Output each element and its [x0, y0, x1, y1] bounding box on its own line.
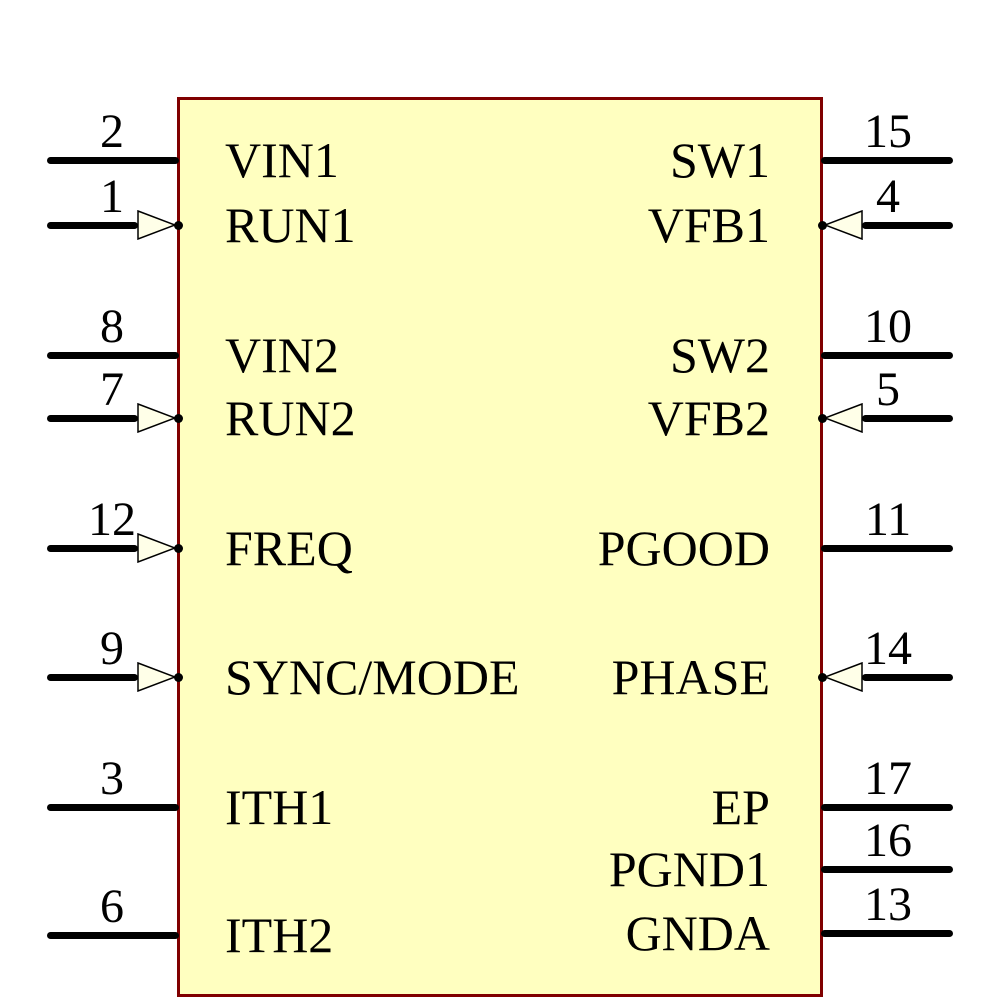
pin-input-arrow-icon [137, 210, 176, 240]
pin-input-arrow-icon [137, 662, 176, 692]
pin-endpoint-dot [817, 413, 827, 423]
pin-line[interactable] [47, 351, 179, 359]
pin-number-label: 16 [864, 814, 912, 867]
pin-number-label: 12 [88, 493, 136, 546]
pin-name-label: PGND1 [608, 841, 770, 897]
pin-endpoint-dot [173, 413, 183, 423]
pin-name-label: RUN1 [225, 197, 356, 253]
pin-line[interactable] [821, 929, 953, 937]
pin-name-label: PGOOD [597, 520, 770, 576]
pin-number-label: 13 [864, 878, 912, 931]
pin-input-arrow-icon [824, 662, 863, 692]
pin-name-label: ITH2 [225, 907, 334, 963]
pin-line[interactable] [47, 156, 179, 164]
pin-name-label: VIN2 [225, 327, 339, 383]
pin-endpoint-dot [817, 220, 827, 230]
pin-line[interactable] [47, 673, 138, 681]
pin-number-label: 5 [876, 363, 900, 416]
pin-number-label: 14 [864, 622, 912, 675]
pin-number-label: 11 [864, 493, 912, 546]
pin-number-label: 7 [100, 363, 124, 416]
ic-symbol-body[interactable] [177, 97, 823, 997]
pin-number-label: 3 [100, 752, 124, 805]
pin-name-label: PHASE [611, 649, 770, 705]
pin-name-label: FREQ [225, 520, 353, 576]
pin-name-label: GNDA [625, 905, 770, 961]
pin-line[interactable] [862, 673, 953, 681]
pin-name-label: SW2 [670, 327, 770, 383]
pin-input-arrow-icon [824, 210, 863, 240]
pin-name-label: EP [711, 779, 770, 835]
pin-line[interactable] [821, 544, 953, 552]
pin-input-arrow-icon [824, 403, 863, 433]
pin-line[interactable] [47, 803, 179, 811]
pin-number-label: 17 [864, 752, 912, 805]
pin-line[interactable] [862, 221, 953, 229]
pin-number-label: 2 [100, 105, 124, 158]
pin-number-label: 15 [864, 105, 912, 158]
pin-endpoint-dot [173, 220, 183, 230]
pin-name-label: RUN2 [225, 390, 356, 446]
pin-name-label: SW1 [670, 132, 770, 188]
pin-number-label: 1 [100, 170, 124, 223]
pin-name-label: VFB2 [647, 390, 770, 446]
pin-line[interactable] [821, 156, 953, 164]
pin-name-label: VIN1 [225, 132, 339, 188]
pin-number-label: 6 [100, 880, 124, 933]
pin-name-label: VFB1 [647, 197, 770, 253]
pin-input-arrow-icon [137, 533, 176, 563]
pin-number-label: 4 [876, 170, 900, 223]
pin-endpoint-dot [173, 543, 183, 553]
pin-endpoint-dot [173, 672, 183, 682]
pin-name-label: ITH1 [225, 779, 334, 835]
pin-line[interactable] [821, 803, 953, 811]
pin-line[interactable] [47, 221, 138, 229]
pin-line[interactable] [821, 351, 953, 359]
pin-number-label: 10 [864, 300, 912, 353]
pin-line[interactable] [47, 544, 138, 552]
pin-number-label: 9 [100, 622, 124, 675]
pin-line[interactable] [47, 414, 138, 422]
pin-line[interactable] [821, 865, 953, 873]
pin-name-label: SYNC/MODE [225, 649, 520, 705]
pin-input-arrow-icon [137, 403, 176, 433]
pin-line[interactable] [862, 414, 953, 422]
pin-endpoint-dot [817, 672, 827, 682]
pin-line[interactable] [47, 931, 179, 939]
pin-number-label: 8 [100, 300, 124, 353]
